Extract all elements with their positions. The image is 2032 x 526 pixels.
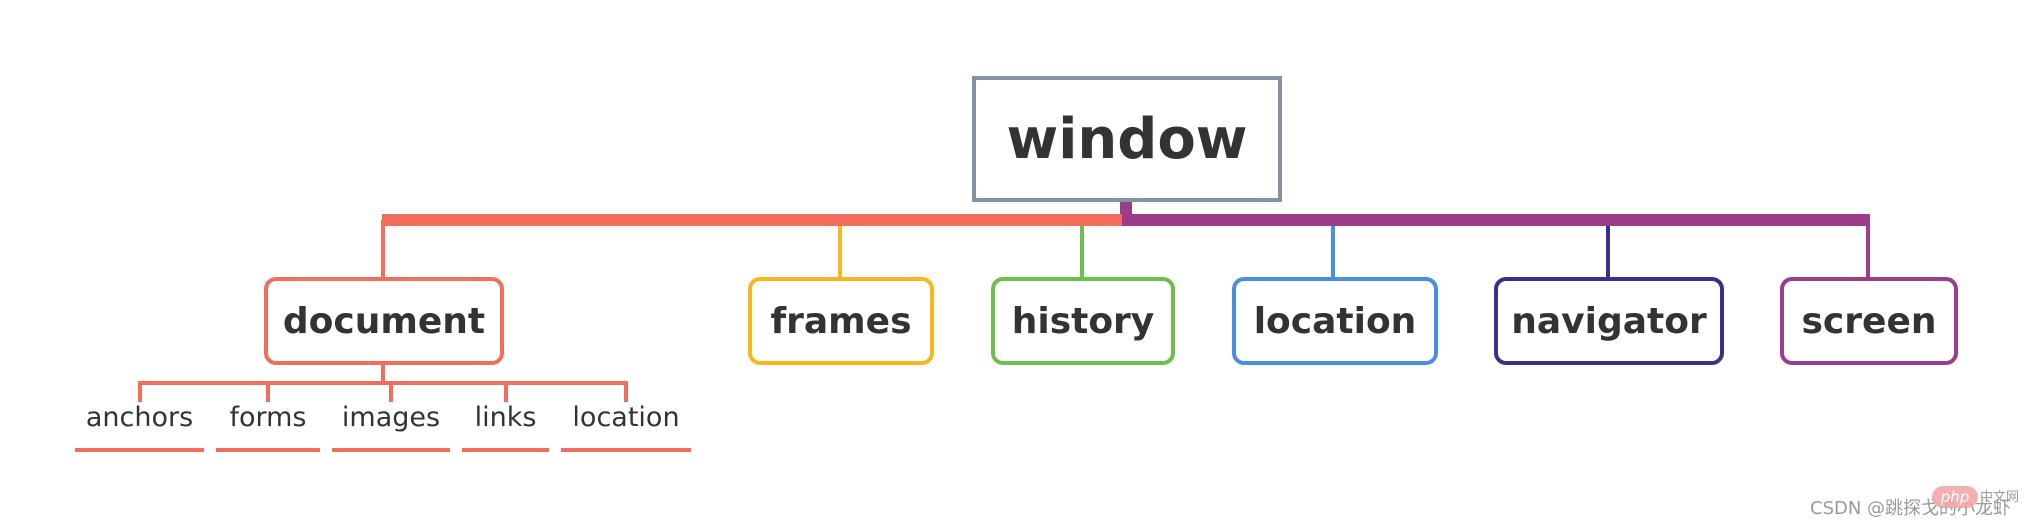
- leaf-forms: forms: [216, 402, 320, 452]
- document-label: document: [282, 300, 486, 342]
- location-node: location: [1232, 277, 1438, 365]
- location-label: location: [1253, 300, 1417, 342]
- leaf-location: location: [561, 402, 691, 452]
- leaf-forms-label: forms: [229, 402, 307, 433]
- php-cn-text: 中文网: [1980, 490, 2020, 505]
- leaf-images-label: images: [341, 402, 441, 433]
- navigator-label: navigator: [1511, 300, 1707, 342]
- frames-label: frames: [770, 300, 912, 342]
- window-node: window: [972, 76, 1282, 202]
- leaf-links-label: links: [474, 402, 537, 433]
- screen-node: screen: [1780, 277, 1958, 365]
- window-label: window: [1006, 106, 1248, 172]
- history-label: history: [1011, 300, 1155, 342]
- leaf-anchors-label: anchors: [85, 402, 194, 433]
- leaf-links: links: [462, 402, 549, 452]
- history-node: history: [991, 277, 1175, 365]
- php-badge: php: [1932, 486, 1978, 508]
- navigator-node: navigator: [1494, 277, 1724, 365]
- leaf-images: images: [332, 402, 450, 452]
- leaf-location-label: location: [572, 402, 680, 433]
- frames-node: frames: [748, 277, 934, 365]
- document-node: document: [264, 277, 504, 365]
- screen-label: screen: [1801, 300, 1937, 342]
- leaf-anchors: anchors: [75, 402, 204, 452]
